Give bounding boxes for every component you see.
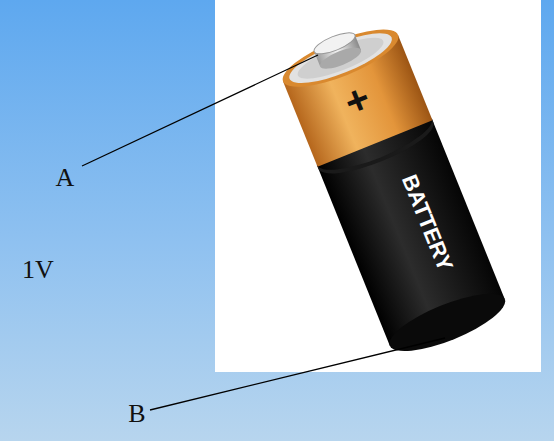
battery [274,14,511,363]
picture-panel [215,0,541,372]
leader-line [82,55,318,166]
voltage-label: 1V [22,257,54,283]
leader-line [150,338,445,410]
part-label: B [128,401,145,427]
part-label: A [56,165,75,191]
